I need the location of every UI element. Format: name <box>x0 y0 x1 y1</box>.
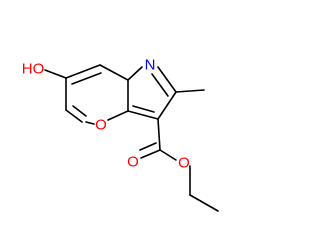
bond-c-oh <box>44 69 67 79</box>
bond-n-c2-double <box>151 73 169 97</box>
bond-o-c3a <box>107 110 129 121</box>
bond-ch2-ch3 <box>189 194 219 212</box>
carbonyl-oxygen-label: O <box>127 154 139 171</box>
bond-c5-c6-double <box>71 72 102 85</box>
molecule-structure: HO N O O O <box>22 57 219 212</box>
bond-n-c2 <box>157 66 177 93</box>
ester-oxygen-label: O <box>178 155 190 172</box>
bond-c2-c3 <box>157 91 177 120</box>
bond-c6-c7a <box>99 64 129 81</box>
bond-carbonyl-o <box>140 149 161 159</box>
bond-c4-c3 <box>65 109 83 123</box>
bond-c4-c3-double <box>72 105 87 117</box>
ring-oxygen-label: O <box>95 117 107 134</box>
bond-c3-o <box>85 121 95 125</box>
bonds <box>44 64 219 212</box>
ring-nitrogen-label: N <box>145 57 156 74</box>
hydroxyl-label: HO <box>22 61 45 78</box>
bond-c2-methyl <box>175 89 205 93</box>
bond-c3-c3a <box>127 110 159 120</box>
bond-c7a-n <box>127 66 143 81</box>
bond-carbonyl-o-double <box>139 142 157 151</box>
bond-c3-c3a-double <box>132 105 155 113</box>
bond-carbonyl-ester-o <box>159 149 177 161</box>
bond-c5-c6 <box>65 64 101 79</box>
atom-labels: HO N O O O <box>22 57 190 172</box>
bond-c3-carbonyl <box>157 118 161 151</box>
